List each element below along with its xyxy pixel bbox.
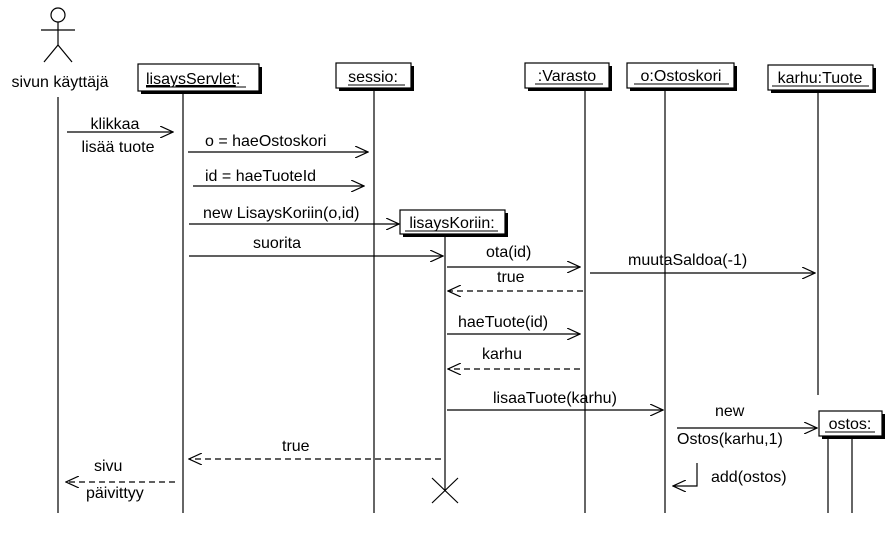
message-ota-return-label: true bbox=[497, 269, 525, 286]
destroy-marker bbox=[431, 477, 459, 504]
message-sivu-label-2: päivittyy bbox=[86, 485, 144, 502]
message-suorita-label: suorita bbox=[253, 235, 301, 252]
object-tuote-label: karhu:Tuote bbox=[778, 70, 863, 87]
object-varasto-label: :Varasto bbox=[538, 68, 597, 85]
message-hae-tuote: haeTuote(id) bbox=[447, 314, 580, 334]
object-servlet-label: lisaysServlet: bbox=[146, 71, 240, 88]
message-suorita-return: true bbox=[189, 438, 441, 459]
message-new-ostos-label-1: new bbox=[715, 403, 745, 420]
message-ota-label: ota(id) bbox=[486, 244, 531, 261]
message-new-lisays-label: new LisaysKoriin(o,id) bbox=[203, 205, 360, 222]
message-new-ostos-label-2: Ostos(karhu,1) bbox=[677, 431, 783, 448]
message-hae-tuote-id-label: id = haeTuoteId bbox=[205, 168, 316, 185]
object-ostoskori-label: o:Ostoskori bbox=[641, 68, 722, 85]
message-hae-ostoskori: o = haeOstoskori bbox=[188, 133, 368, 152]
message-new-ostos: new Ostos(karhu,1) bbox=[677, 403, 817, 448]
object-sessio-label: sessio: bbox=[348, 69, 398, 86]
actor-figure bbox=[41, 7, 75, 63]
actor-label: sivun käyttäjä bbox=[12, 74, 109, 91]
lifelines bbox=[57, 90, 853, 513]
message-sivu-label-1: sivu bbox=[94, 458, 122, 475]
message-muuta-saldoa: muutaSaldoa(-1) bbox=[590, 252, 815, 273]
message-new-lisays: new LisaysKoriin(o,id) bbox=[189, 205, 399, 224]
message-hae-tuote-label: haeTuote(id) bbox=[458, 314, 548, 331]
object-ostos: ostos: bbox=[818, 410, 885, 439]
message-muuta-saldoa-label: muutaSaldoa(-1) bbox=[628, 252, 747, 269]
message-hae-tuote-return-label: karhu bbox=[482, 346, 522, 363]
object-lisays-label: lisaysKoriin: bbox=[409, 215, 494, 232]
message-lisaa-tuote-label: lisaaTuote(karhu) bbox=[493, 390, 617, 407]
message-hae-tuote-return: karhu bbox=[448, 346, 580, 369]
message-sivu-paivittyy: sivu päivittyy bbox=[66, 458, 175, 502]
message-klikkaa-label-1: klikkaa bbox=[91, 116, 140, 133]
object-lisays: lisaysKoriin: bbox=[399, 209, 508, 237]
message-ota: ota(id) bbox=[447, 244, 580, 267]
object-ostos-label: ostos: bbox=[829, 416, 872, 433]
message-suorita-return-label: true bbox=[282, 438, 310, 455]
message-klikkaa: klikkaa lisää tuote bbox=[67, 116, 173, 156]
message-ota-return: true bbox=[448, 269, 583, 291]
object-servlet: lisaysServlet: bbox=[137, 63, 262, 94]
message-klikkaa-label-2: lisää tuote bbox=[82, 139, 155, 156]
object-ostoskori: o:Ostoskori bbox=[626, 62, 737, 91]
message-hae-tuote-id: id = haeTuoteId bbox=[193, 168, 364, 186]
message-add-ostos: add(ostos) bbox=[673, 463, 787, 486]
message-hae-ostoskori-label: o = haeOstoskori bbox=[205, 133, 326, 150]
object-tuote: karhu:Tuote bbox=[767, 64, 876, 93]
message-lisaa-tuote: lisaaTuote(karhu) bbox=[447, 390, 663, 410]
object-sessio: sessio: bbox=[335, 62, 414, 91]
message-suorita: suorita bbox=[189, 235, 443, 256]
object-varasto: :Varasto bbox=[524, 62, 612, 91]
message-add-ostos-label: add(ostos) bbox=[711, 469, 787, 486]
